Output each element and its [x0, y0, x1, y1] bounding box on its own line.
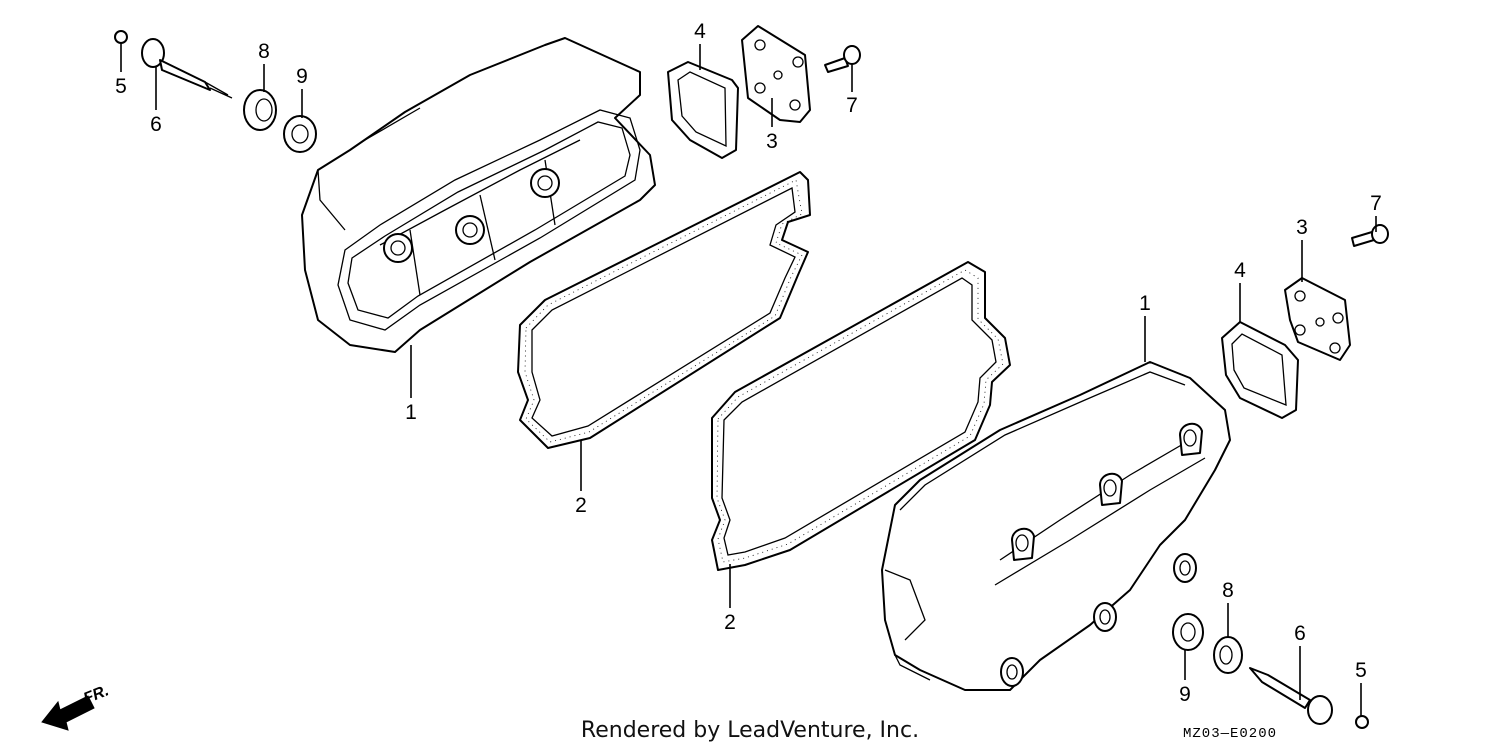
callout-number: 8 — [1222, 579, 1234, 602]
front-label: FR. — [81, 682, 111, 707]
callout-number: 4 — [694, 20, 706, 43]
breather-plate-top — [667, 25, 861, 159]
callout-number: 7 — [1370, 192, 1382, 215]
breather-plate-right — [1221, 224, 1389, 419]
head-cover-left — [301, 37, 656, 353]
callout-numbers: 5 6 8 9 4 7 3 1 2 1 2 7 3 4 8 6 9 5 — [115, 20, 1382, 706]
callout-number: 3 — [1296, 216, 1308, 239]
head-cover-right — [881, 361, 1231, 691]
callout-number: 5 — [1355, 659, 1367, 682]
callout-number: 2 — [575, 494, 587, 517]
callout-number: 6 — [1294, 622, 1306, 645]
head-cover-gasket-left — [517, 171, 811, 449]
hardware-top-left — [114, 30, 317, 153]
callout-number: 9 — [1179, 683, 1191, 706]
footer-credit: Rendered by LeadVenture, Inc. — [580, 718, 920, 743]
leader-lines — [120, 43, 1377, 716]
callout-number: 8 — [258, 40, 270, 63]
callout-number: 1 — [1139, 292, 1151, 315]
callout-number: 2 — [724, 611, 736, 634]
front-direction-arrow: FR. — [41, 682, 111, 731]
callout-number: 1 — [405, 401, 417, 424]
callout-number: 3 — [766, 130, 778, 153]
callout-number: 7 — [846, 94, 858, 117]
front-arrow-icon — [41, 695, 95, 731]
callout-number: 5 — [115, 75, 127, 98]
head-cover-gasket-right — [711, 261, 1011, 571]
hardware-bottom-right — [1172, 613, 1369, 729]
diagram-code: MZ03—E0200 — [1183, 726, 1278, 742]
callout-number: 9 — [296, 65, 308, 88]
callout-number: 4 — [1234, 259, 1246, 282]
callout-number: 6 — [150, 113, 162, 136]
